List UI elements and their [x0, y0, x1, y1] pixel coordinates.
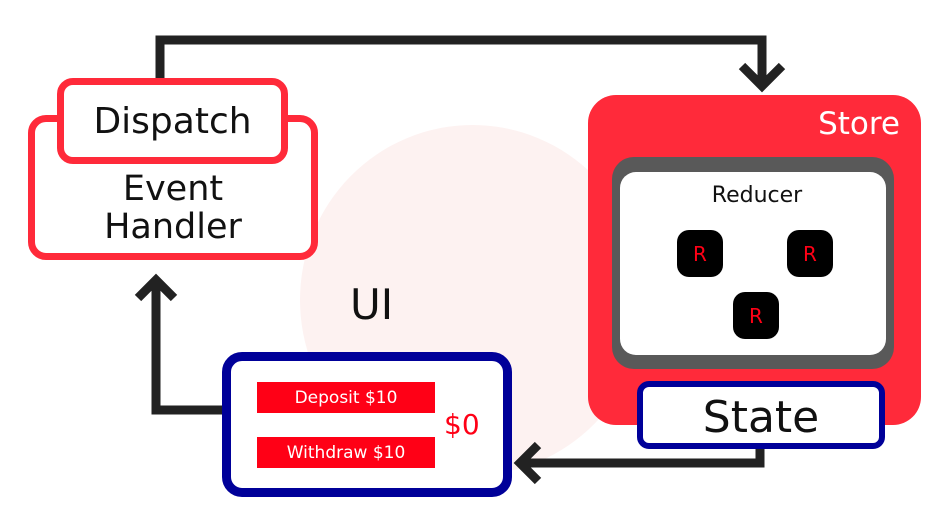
reducer-label: Reducer	[711, 183, 803, 208]
arrow-head-up-icon	[134, 273, 178, 302]
state-box: State	[637, 381, 885, 449]
dispatch-box: Dispatch	[57, 78, 288, 164]
store-label: Store	[818, 106, 900, 142]
deposit-button[interactable]: Deposit $10	[257, 382, 435, 413]
reducer-item: R	[733, 292, 779, 339]
balance-value: $0	[444, 408, 480, 441]
reducer-item: R	[677, 230, 723, 277]
arrow-state-to-ui	[520, 448, 765, 468]
reducer-item: R	[787, 230, 833, 277]
event-label: Event	[122, 169, 224, 209]
ui-label: UI	[350, 280, 394, 329]
arrow-ui-to-event-handler	[151, 280, 225, 415]
event-handler-label: Event Handler	[28, 170, 318, 246]
ui-box	[222, 352, 512, 497]
handler-label: Handler	[104, 207, 242, 247]
withdraw-button[interactable]: Withdraw $10	[257, 437, 435, 468]
arrow-head-left-icon	[513, 441, 542, 485]
arrow-head-down-icon	[738, 62, 786, 93]
arrow-dispatch-to-store	[155, 35, 767, 86]
